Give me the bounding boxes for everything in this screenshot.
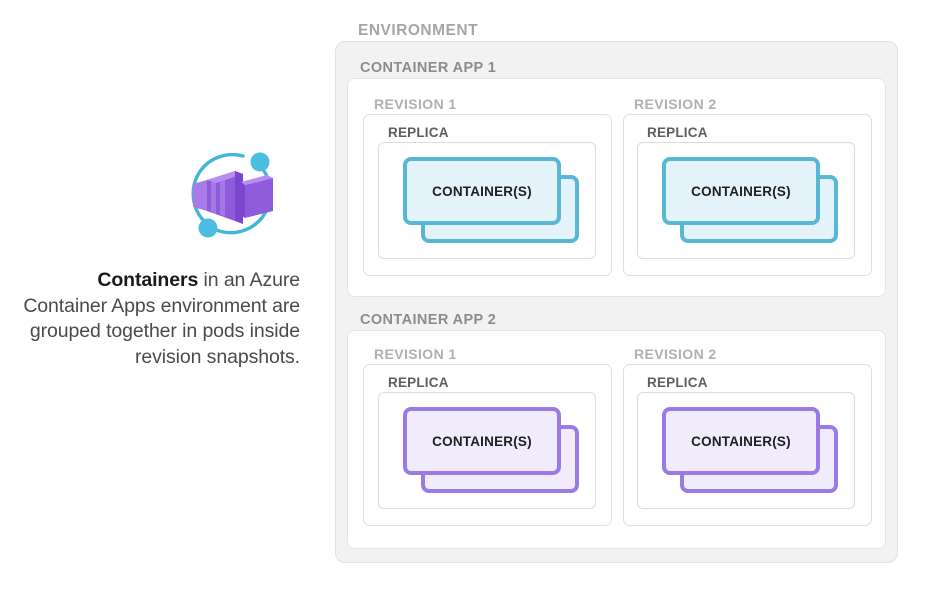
- orbit-dot-top-icon: [250, 152, 270, 172]
- caption-text: Containers in an Azure Container Apps en…: [10, 268, 300, 370]
- container-card-front: CONTAINER(S): [662, 407, 820, 475]
- app1-revision-2-replica-label: REPLICA: [647, 125, 708, 140]
- app2-revision-2-replica-label: REPLICA: [647, 375, 708, 390]
- orbit-dot-bottom-icon: [198, 218, 218, 238]
- container-label: CONTAINER(S): [432, 183, 532, 199]
- app1-revision-1-label: REVISION 1: [374, 96, 457, 112]
- container-card-front: CONTAINER(S): [662, 157, 820, 225]
- app2-revision-2-container-stack: CONTAINER(S): [662, 407, 838, 493]
- explanation-panel: Containers in an Azure Container Apps en…: [0, 0, 310, 593]
- container-app-1-label: CONTAINER APP 1: [360, 60, 497, 76]
- app1-revision-1-replica-label: REPLICA: [388, 125, 449, 140]
- container-label: CONTAINER(S): [432, 433, 532, 449]
- container-card-front: CONTAINER(S): [403, 407, 561, 475]
- caption-rest: in an Azure Container Apps environment a…: [23, 269, 300, 368]
- app1-revision-2-label: REVISION 2: [634, 96, 717, 112]
- app2-revision-1-replica-label: REPLICA: [388, 375, 449, 390]
- caption-strong: Containers: [97, 269, 199, 291]
- azure-container-apps-icon: [183, 145, 283, 245]
- app1-revision-2-container-stack: CONTAINER(S): [662, 157, 838, 243]
- container-app-2-label: CONTAINER APP 2: [360, 312, 497, 328]
- app2-revision-2-label: REVISION 2: [634, 346, 717, 362]
- environment-label: ENVIRONMENT: [358, 22, 479, 39]
- app2-revision-1-label: REVISION 1: [374, 346, 457, 362]
- app2-revision-1-container-stack: CONTAINER(S): [403, 407, 579, 493]
- container-card-front: CONTAINER(S): [403, 157, 561, 225]
- container-label: CONTAINER(S): [691, 433, 791, 449]
- app1-revision-1-container-stack: CONTAINER(S): [403, 157, 579, 243]
- container-label: CONTAINER(S): [691, 183, 791, 199]
